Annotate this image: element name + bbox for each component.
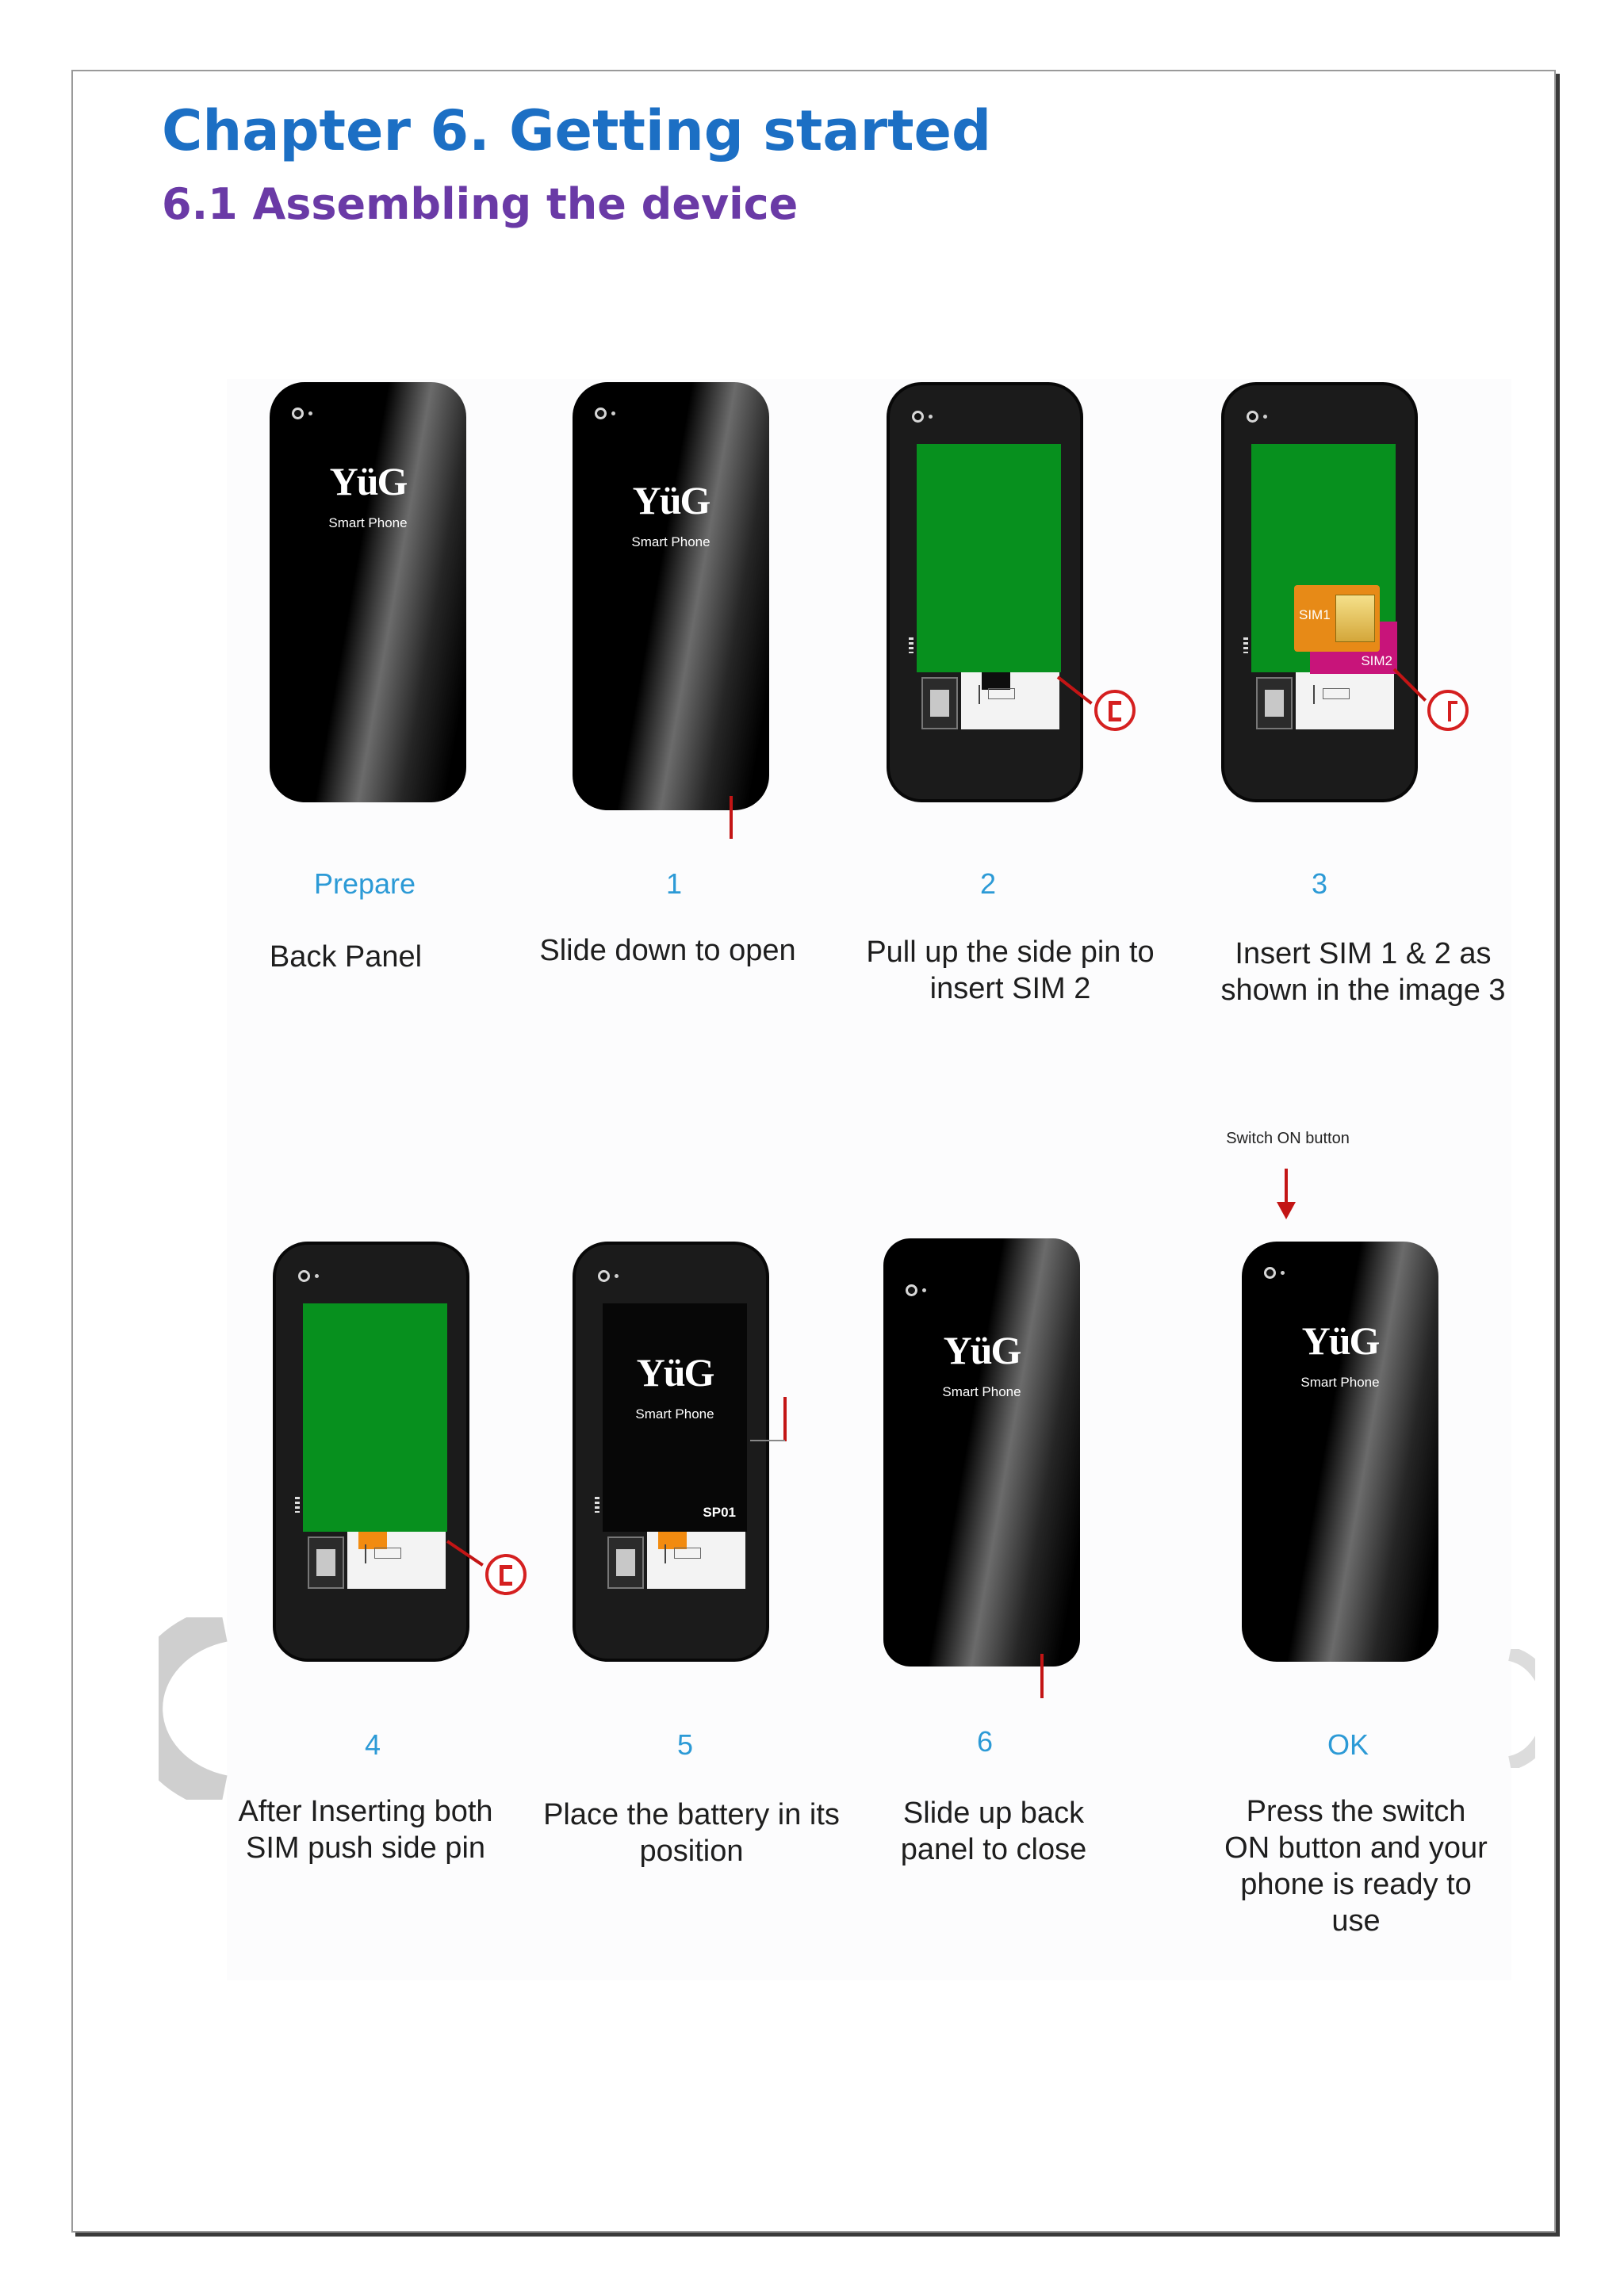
slot-pin (365, 1544, 366, 1563)
slide-direction-marker (1040, 1654, 1044, 1698)
brand-subtitle: Smart Phone (328, 515, 408, 530)
sim1-label: SIM1 (1299, 607, 1331, 622)
battery-compartment (303, 1303, 447, 1532)
battery-direction-marker (783, 1397, 787, 1441)
camera-icon (912, 411, 933, 423)
pull-pin-callout-icon (1094, 690, 1136, 731)
chapter-title: Chapter 6. Getting started (162, 98, 992, 163)
brand-logo: YüG (329, 459, 408, 503)
step-number: OK (1327, 1728, 1369, 1761)
step-number: 5 (676, 1728, 694, 1761)
step-number: 4 (364, 1728, 381, 1761)
camera-icon (1247, 411, 1267, 423)
camera-icon (906, 1284, 926, 1296)
step-caption: Pull up the side pin to insert SIM 2 (866, 936, 1155, 1005)
sim-chip-icon (1335, 595, 1375, 642)
battery: YüG Smart Phone SP01 (603, 1303, 747, 1532)
phone-push-pin (273, 1242, 469, 1662)
step-number: 1 (665, 867, 683, 900)
step-number: 2 (979, 867, 997, 900)
slot-label (374, 1548, 401, 1559)
battery-code: SP01 (703, 1505, 736, 1520)
phone-ready: YüG Smart Phone (1242, 1242, 1438, 1662)
brand-subtitle: Smart Phone (635, 1406, 714, 1422)
brand-logo: YüG (632, 478, 711, 522)
sim-inserted-indicator (658, 1532, 687, 1549)
side-pin-contacts (295, 1497, 300, 1513)
phone-slide-down: YüG Smart Phone (573, 382, 769, 810)
section-title: 6.1 Assembling the device (162, 179, 799, 229)
arrow-down-icon (1277, 1202, 1296, 1219)
camera-icon (595, 408, 615, 419)
step-number: 6 (976, 1725, 994, 1758)
side-pin-contacts (595, 1497, 599, 1513)
step-caption: Slide down to open (539, 934, 796, 967)
camera-icon (1264, 1267, 1285, 1279)
brand-logo: YüG (636, 1350, 715, 1395)
sim2-slot (982, 672, 1010, 690)
phone-place-battery: YüG Smart Phone SP01 (573, 1242, 769, 1662)
memory-card-slot (1256, 677, 1293, 729)
step-caption: After Inserting both SIM push side pin (238, 1795, 493, 1865)
step-caption: Insert SIM 1 & 2 as shown in the image 3 (1220, 937, 1506, 1007)
memory-card-slot (308, 1536, 344, 1589)
slide-direction-marker (730, 796, 733, 839)
switch-on-label: Switch ON button (1226, 1130, 1350, 1147)
step-number: Prepare (313, 867, 416, 900)
brand-subtitle: Smart Phone (942, 1384, 1021, 1399)
slot-label (674, 1548, 701, 1559)
sim-inserted-indicator (358, 1532, 387, 1549)
phone-slide-up: YüG Smart Phone (883, 1238, 1080, 1667)
step-caption: Slide up back panel to close (900, 1797, 1087, 1866)
decorative-ring-right (1507, 1649, 1535, 1768)
camera-icon (598, 1270, 619, 1282)
side-pin-contacts (1243, 637, 1248, 653)
battery-compartment (917, 444, 1061, 672)
sim-slot-tray (1296, 672, 1394, 729)
slot-pin (979, 685, 980, 704)
slot-pin (1313, 685, 1315, 704)
brand-logo: YüG (1301, 1318, 1381, 1363)
camera-icon (292, 408, 312, 419)
step-number: 3 (1311, 867, 1328, 900)
slot-label (988, 688, 1015, 699)
step-caption: Back Panel (269, 940, 423, 974)
battery-guide-line (750, 1440, 785, 1441)
slot-pin (665, 1544, 666, 1563)
step-caption: Press the switch ON button and your phon… (1224, 1795, 1488, 1938)
memory-card-slot (921, 677, 958, 729)
side-pin-contacts (909, 637, 914, 653)
decorative-ring-left (159, 1617, 228, 1800)
camera-icon (298, 1270, 319, 1282)
sim-slot-tray (961, 672, 1059, 729)
switch-arrow (1285, 1169, 1288, 1203)
step-caption: Place the battery in its position (543, 1798, 840, 1868)
insert-sim-callout-icon (1427, 690, 1469, 731)
sim1-card: SIM1 (1294, 585, 1380, 652)
phone-open-sim-tray (887, 382, 1083, 802)
brand-subtitle: Smart Phone (1300, 1375, 1380, 1390)
phone-back-panel: YüG Smart Phone (270, 382, 466, 802)
brand-logo: YüG (943, 1328, 1022, 1372)
sim2-label: SIM2 (1361, 653, 1392, 668)
memory-card-slot (607, 1536, 644, 1589)
slot-label (1323, 688, 1350, 699)
phone-insert-sims: SIM2 SIM1 (1221, 382, 1418, 802)
brand-subtitle: Smart Phone (631, 534, 710, 549)
push-pin-callout-icon (485, 1554, 527, 1595)
